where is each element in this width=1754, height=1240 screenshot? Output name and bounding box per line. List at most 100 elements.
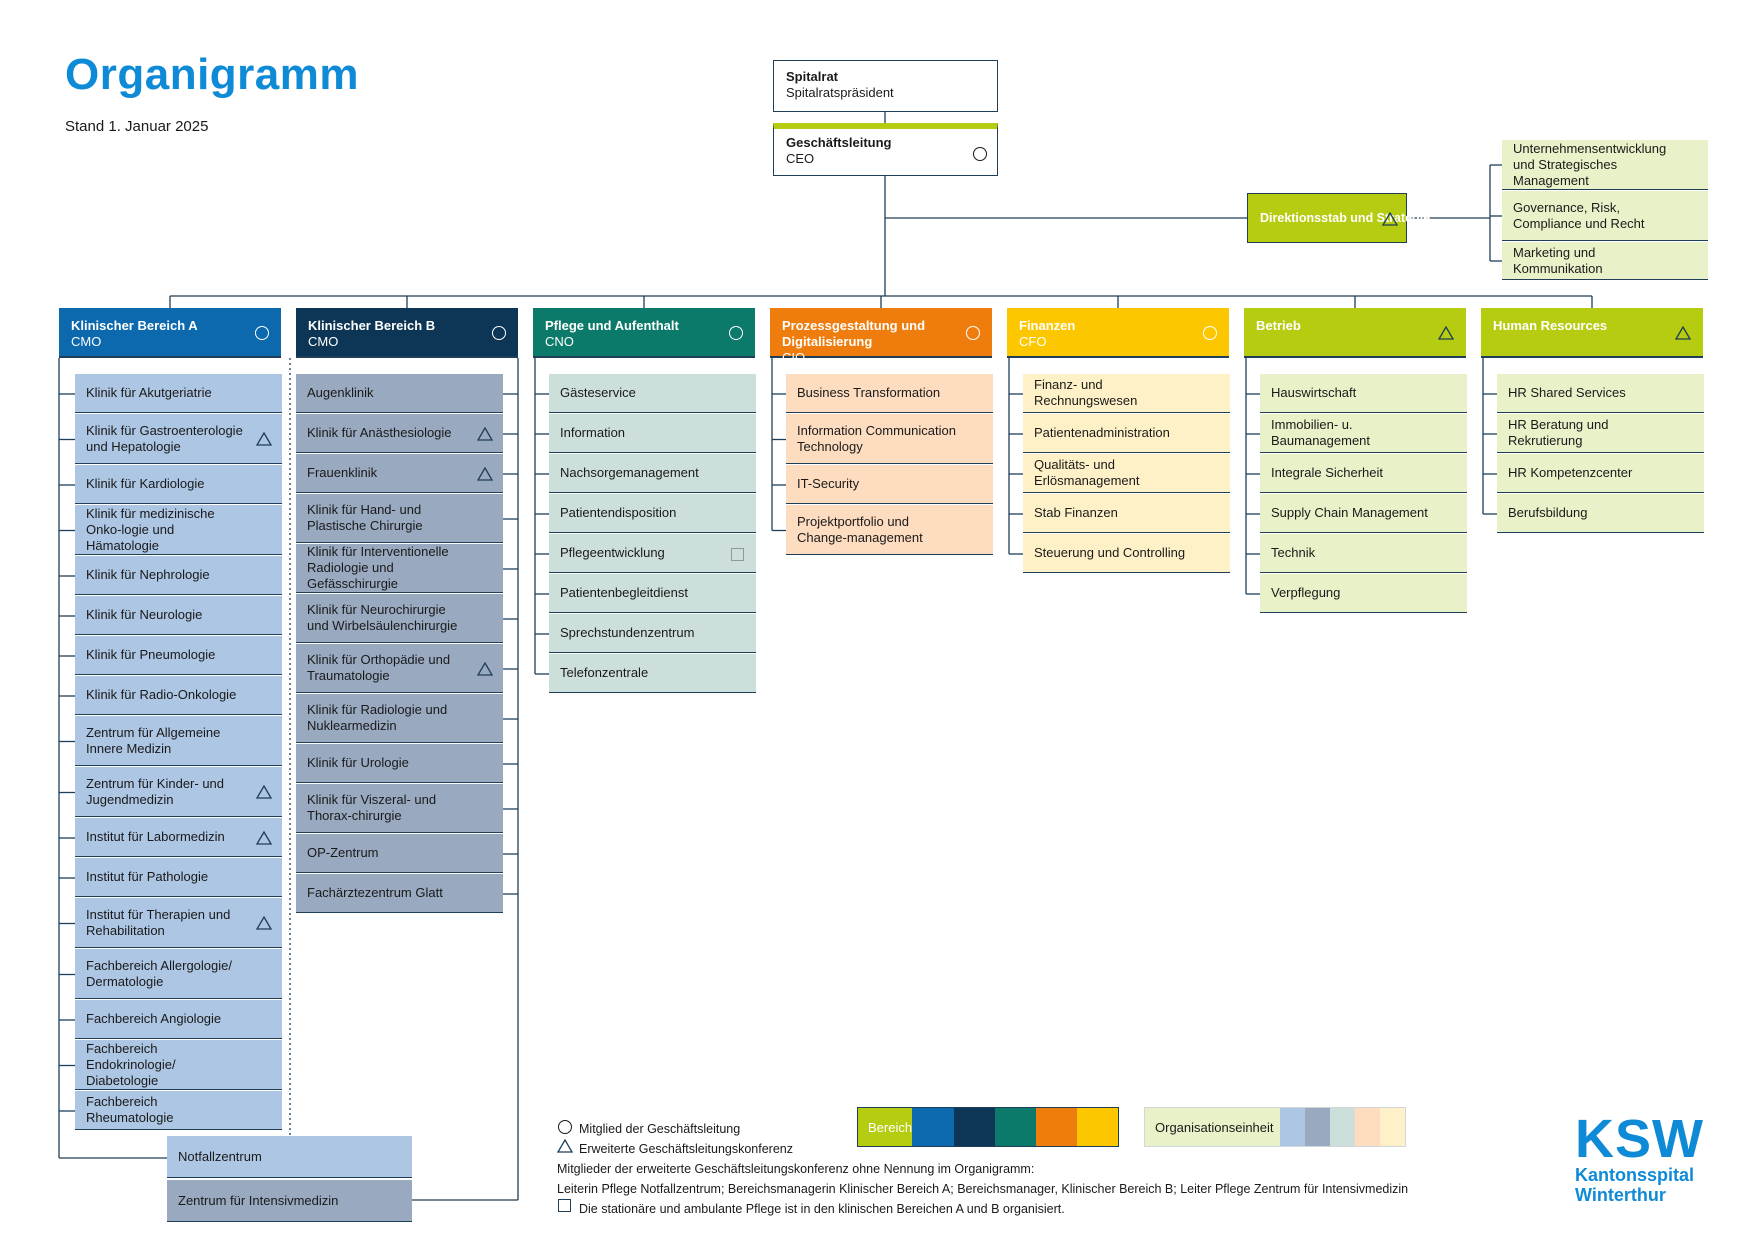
legend-extended-members: Leiterin Pflege Notfallzentrum; Bereichs… xyxy=(557,1182,1409,1196)
department-item: Berufsbildung xyxy=(1497,494,1704,533)
department-item-label: Information xyxy=(560,425,626,440)
department-item: Zentrum für Allgemeine Innere Medizin xyxy=(75,716,282,766)
legend-bereich-swatches: Bereich xyxy=(857,1107,1119,1147)
department-title: Finanzen xyxy=(1019,318,1076,333)
department-item-label: Steuerung und Controlling xyxy=(1034,545,1186,560)
department-item: Augenklinik xyxy=(296,374,503,413)
legend-swatch-label: Bereich xyxy=(868,1119,913,1135)
department-item-label: Zentrum für Kinder- und Jugendmedizin xyxy=(86,775,225,807)
conference-triangle-icon xyxy=(256,785,272,799)
logo-line-1: Kantonsspital xyxy=(1575,1165,1695,1185)
department-item: Information xyxy=(549,414,756,453)
department-item: Klinik für Interventionelle Radiologie u… xyxy=(296,544,503,593)
legend-triangle-icon xyxy=(557,1139,573,1153)
department-member-circle-icon xyxy=(966,326,980,340)
legend-swatch xyxy=(953,1108,995,1146)
department-title: Human Resources xyxy=(1493,318,1608,333)
department-member-circle-icon xyxy=(729,326,743,340)
legend-swatch: Organisationseinheit xyxy=(1145,1108,1281,1146)
department-item-label: Finanz- und Rechnungswesen xyxy=(1034,377,1138,408)
department-item-label: Patientenbegleitdienst xyxy=(560,585,688,600)
department-item: Klinik für Hand- und Plastische Chirurgi… xyxy=(296,494,503,543)
department-item: Gästeservice xyxy=(549,374,756,413)
council-title: Spitalrat xyxy=(786,69,839,84)
legend-circle-text: Mitglied der Geschäftsleitung xyxy=(579,1122,741,1136)
legend-swatch xyxy=(994,1108,1036,1146)
department-item-label: Klinik für Akutgeriatrie xyxy=(86,385,212,400)
department-item-label: Fachärztezentrum Glatt xyxy=(307,885,443,900)
department-item: Klinik für Urologie xyxy=(296,744,503,783)
staff-title: Direktionsstab und Strategie xyxy=(1260,211,1431,225)
legend-square-icon xyxy=(558,1199,571,1212)
department-item: Qualitäts- und Erlösmanagement xyxy=(1023,454,1230,493)
department-item-label: Supply Chain Management xyxy=(1271,505,1428,520)
department-item: HR Beratung und Rekrutierung xyxy=(1497,414,1704,453)
department-item: Sprechstundenzentrum xyxy=(549,614,756,653)
department-item-label: Klinik für Gastroenterologie und Hepatol… xyxy=(86,422,243,454)
department-item-label: Institut für Labormedizin xyxy=(86,829,225,844)
department-item-label: Zentrum für Allgemeine Innere Medizin xyxy=(86,724,221,756)
department-item-label: Klinik für Radio-Onkologie xyxy=(86,687,237,702)
department-item-label: Stab Finanzen xyxy=(1034,505,1118,520)
department-item: HR Shared Services xyxy=(1497,374,1704,413)
department-item-label: Patientendisposition xyxy=(560,505,677,520)
department-item-label: Sprechstundenzentrum xyxy=(560,625,695,640)
department-member-circle-icon xyxy=(492,326,506,340)
department-item-label: Klinik für Kardiologie xyxy=(86,476,205,491)
department-item-label: Klinik für Neurologie xyxy=(86,607,203,622)
department-item: Zentrum für Kinder- und Jugendmedizin xyxy=(75,767,282,817)
department-item: Klinik für Gastroenterologie und Hepatol… xyxy=(75,414,282,464)
department-item: Klinik für Viszeral- und Thorax-chirurgi… xyxy=(296,784,503,833)
department-item: Patientenbegleitdienst xyxy=(549,574,756,613)
legend-swatch xyxy=(1330,1108,1356,1146)
department-item-label: Integrale Sicherheit xyxy=(1271,465,1384,480)
department-role: CNO xyxy=(545,334,574,349)
department-item-label: Fachbereich Angiologie xyxy=(86,1011,222,1026)
department-item: Projektportfolio und Change-management xyxy=(786,505,993,555)
department-item-label: Klinik für Pneumologie xyxy=(86,647,216,662)
department-item-label: Institut für Pathologie xyxy=(86,869,209,884)
shared-item-intensivmedizin: Zentrum für Intensivmedizin xyxy=(167,1180,412,1222)
department-item: Klinik für Nephrologie xyxy=(75,556,282,595)
department-item: Technik xyxy=(1260,534,1467,573)
department-item-label: Klinik für Nephrologie xyxy=(86,567,210,582)
department-item-label: Klinik für Anästhesiologie xyxy=(307,425,452,440)
staff-item: Governance, Risk, Compliance und Recht xyxy=(1502,191,1708,241)
department-role: CMO xyxy=(71,334,102,349)
department-item: Immobilien- u. Baumanagement xyxy=(1260,414,1467,453)
board-role: CEO xyxy=(786,151,815,166)
department-item-label: Klinik für Viszeral- und Thorax-chirurgi… xyxy=(307,792,437,823)
department-item-label: Klinik für Interventionelle Radiologie u… xyxy=(307,544,449,591)
department-item: HR Kompetenzcenter xyxy=(1497,454,1704,493)
department-role: CIO xyxy=(782,350,806,365)
department-item: Nachsorgemanagement xyxy=(549,454,756,493)
legend-swatch xyxy=(1355,1108,1381,1146)
page-title: Organigramm xyxy=(65,50,360,99)
nursing-square-icon xyxy=(731,547,744,561)
conference-triangle-icon xyxy=(256,432,272,446)
department-item-label: Augenklinik xyxy=(307,385,374,400)
department-item: Finanz- und Rechnungswesen xyxy=(1023,374,1230,413)
department-triangle-icon xyxy=(1438,326,1454,340)
department-item-label: Business Transformation xyxy=(797,385,941,400)
department-item: Hauswirtschaft xyxy=(1260,374,1467,413)
department-item-label: Klinik für Urologie xyxy=(307,755,409,770)
department-item-label: Klinik für Radiologie und Nuklearmedizin xyxy=(307,702,448,733)
department-title: Betrieb xyxy=(1256,318,1301,333)
department-item: Patientenadministration xyxy=(1023,414,1230,453)
department-item: Klinik für Radiologie und Nuklearmedizin xyxy=(296,694,503,743)
department-item-label: Klinik für Orthopädie und Traumatologie xyxy=(307,652,451,683)
logo-mark: KSW xyxy=(1575,1109,1704,1169)
department-item: Steuerung und Controlling xyxy=(1023,534,1230,573)
department-item: Fachbereich Rheumatologie xyxy=(75,1091,282,1130)
department-triangle-icon xyxy=(1675,326,1691,340)
department-item: OP-Zentrum xyxy=(296,834,503,873)
department-item-label: Fachbereich Endokrinologie/ Diabetologie xyxy=(86,1040,176,1088)
legend-swatch xyxy=(1076,1108,1119,1146)
department-title: Prozessgestaltung und Digitalisierung xyxy=(782,318,926,349)
conference-triangle-icon xyxy=(477,661,493,676)
department-item-label: Qualitäts- und Erlösmanagement xyxy=(1034,457,1140,488)
conference-triangle-icon xyxy=(256,916,272,930)
staff-item: Marketing und Kommunikation xyxy=(1502,242,1708,280)
